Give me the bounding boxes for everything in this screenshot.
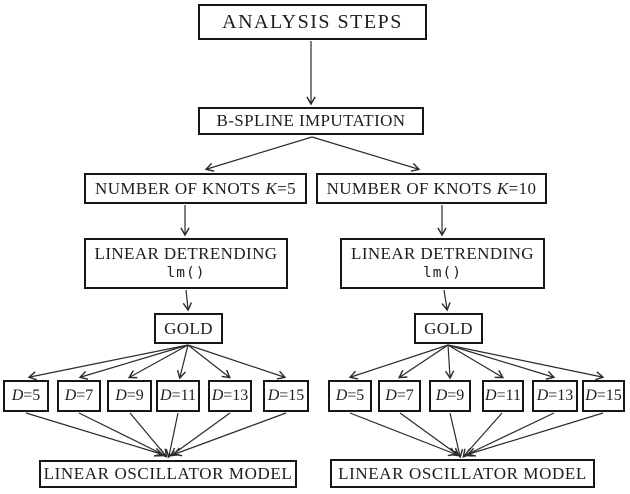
node-label: B-SPLINE IMPUTATION xyxy=(216,111,406,131)
node-label: D=13 xyxy=(211,386,249,404)
node-label: D=11 xyxy=(485,386,521,404)
node-label: GOLD xyxy=(164,318,213,338)
knots-value: =5 xyxy=(277,178,296,198)
code-lm: lm() xyxy=(166,265,206,282)
node-label: D=11 xyxy=(160,386,196,404)
node-d15-right: D=15 xyxy=(582,380,625,412)
node-linear-oscillator-model-left: LINEAR OSCILLATOR MODEL xyxy=(39,460,297,488)
node-gold-right: GOLD xyxy=(414,313,483,344)
node-label: D=7 xyxy=(385,386,414,404)
node-label: D=5 xyxy=(11,386,41,404)
node-linear-oscillator-model-right: LINEAR OSCILLATOR MODEL xyxy=(330,459,595,488)
node-d13-left: D=13 xyxy=(208,380,252,412)
knots-variable: K xyxy=(496,178,509,198)
node-label: LINEAR DETRENDING xyxy=(351,244,534,264)
node-label: LINEAR DETRENDING xyxy=(94,244,278,264)
node-label: GOLD xyxy=(424,318,473,338)
arrow-imputation-to-knots5 xyxy=(204,136,313,172)
node-label: NUMBER OF KNOTS K=10 xyxy=(326,178,537,198)
node-label: LINEAR OSCILLATOR MODEL xyxy=(43,464,293,484)
node-label: D=7 xyxy=(64,386,94,404)
node-label: D=9 xyxy=(115,386,144,404)
node-d7-left: D=7 xyxy=(57,380,101,412)
node-d5-left: D=5 xyxy=(3,380,49,412)
node-d5-right: D=5 xyxy=(328,380,372,412)
node-d9-right: D=9 xyxy=(429,380,471,412)
node-label: ANALYSIS STEPS xyxy=(222,10,403,33)
gold-right-fanout xyxy=(348,344,605,381)
node-label: D=5 xyxy=(335,386,365,404)
node-linear-detrending-right: LINEAR DETRENDING lm() xyxy=(340,238,545,289)
node-knots-k10: NUMBER OF KNOTS K=10 xyxy=(316,173,547,204)
node-label: LINEAR OSCILLATOR MODEL xyxy=(338,463,587,483)
node-gold-left: GOLD xyxy=(154,313,223,344)
node-d11-right: D=11 xyxy=(482,380,524,412)
node-label: D=13 xyxy=(536,386,574,404)
gold-left-fanout xyxy=(27,344,287,381)
node-bspline-imputation: B-SPLINE IMPUTATION xyxy=(198,107,424,135)
node-d15-left: D=15 xyxy=(263,380,309,412)
model-left-fanin xyxy=(25,412,287,459)
code-lm: lm() xyxy=(423,265,462,282)
node-label: D=9 xyxy=(435,386,465,404)
node-d7-right: D=7 xyxy=(378,380,421,412)
knots-variable: K xyxy=(265,178,278,198)
node-label: NUMBER OF KNOTS K=5 xyxy=(95,178,296,198)
node-d9-left: D=9 xyxy=(107,380,152,412)
arrow-imputation-to-knots10 xyxy=(311,136,421,172)
node-analysis-steps: ANALYSIS STEPS xyxy=(198,4,427,40)
node-knots-k5: NUMBER OF KNOTS K=5 xyxy=(84,173,307,204)
node-label: D=15 xyxy=(585,386,622,404)
node-linear-detrending-left: LINEAR DETRENDING lm() xyxy=(84,238,288,289)
node-label: D=15 xyxy=(267,386,305,404)
node-d13-right: D=13 xyxy=(532,380,578,412)
node-d11-left: D=11 xyxy=(156,380,200,412)
knots-value: =10 xyxy=(508,178,537,198)
model-right-fanin xyxy=(349,412,604,459)
arrow-detrending-to-gold-right xyxy=(441,289,451,312)
arrow-detrending-to-gold-left xyxy=(182,289,193,312)
